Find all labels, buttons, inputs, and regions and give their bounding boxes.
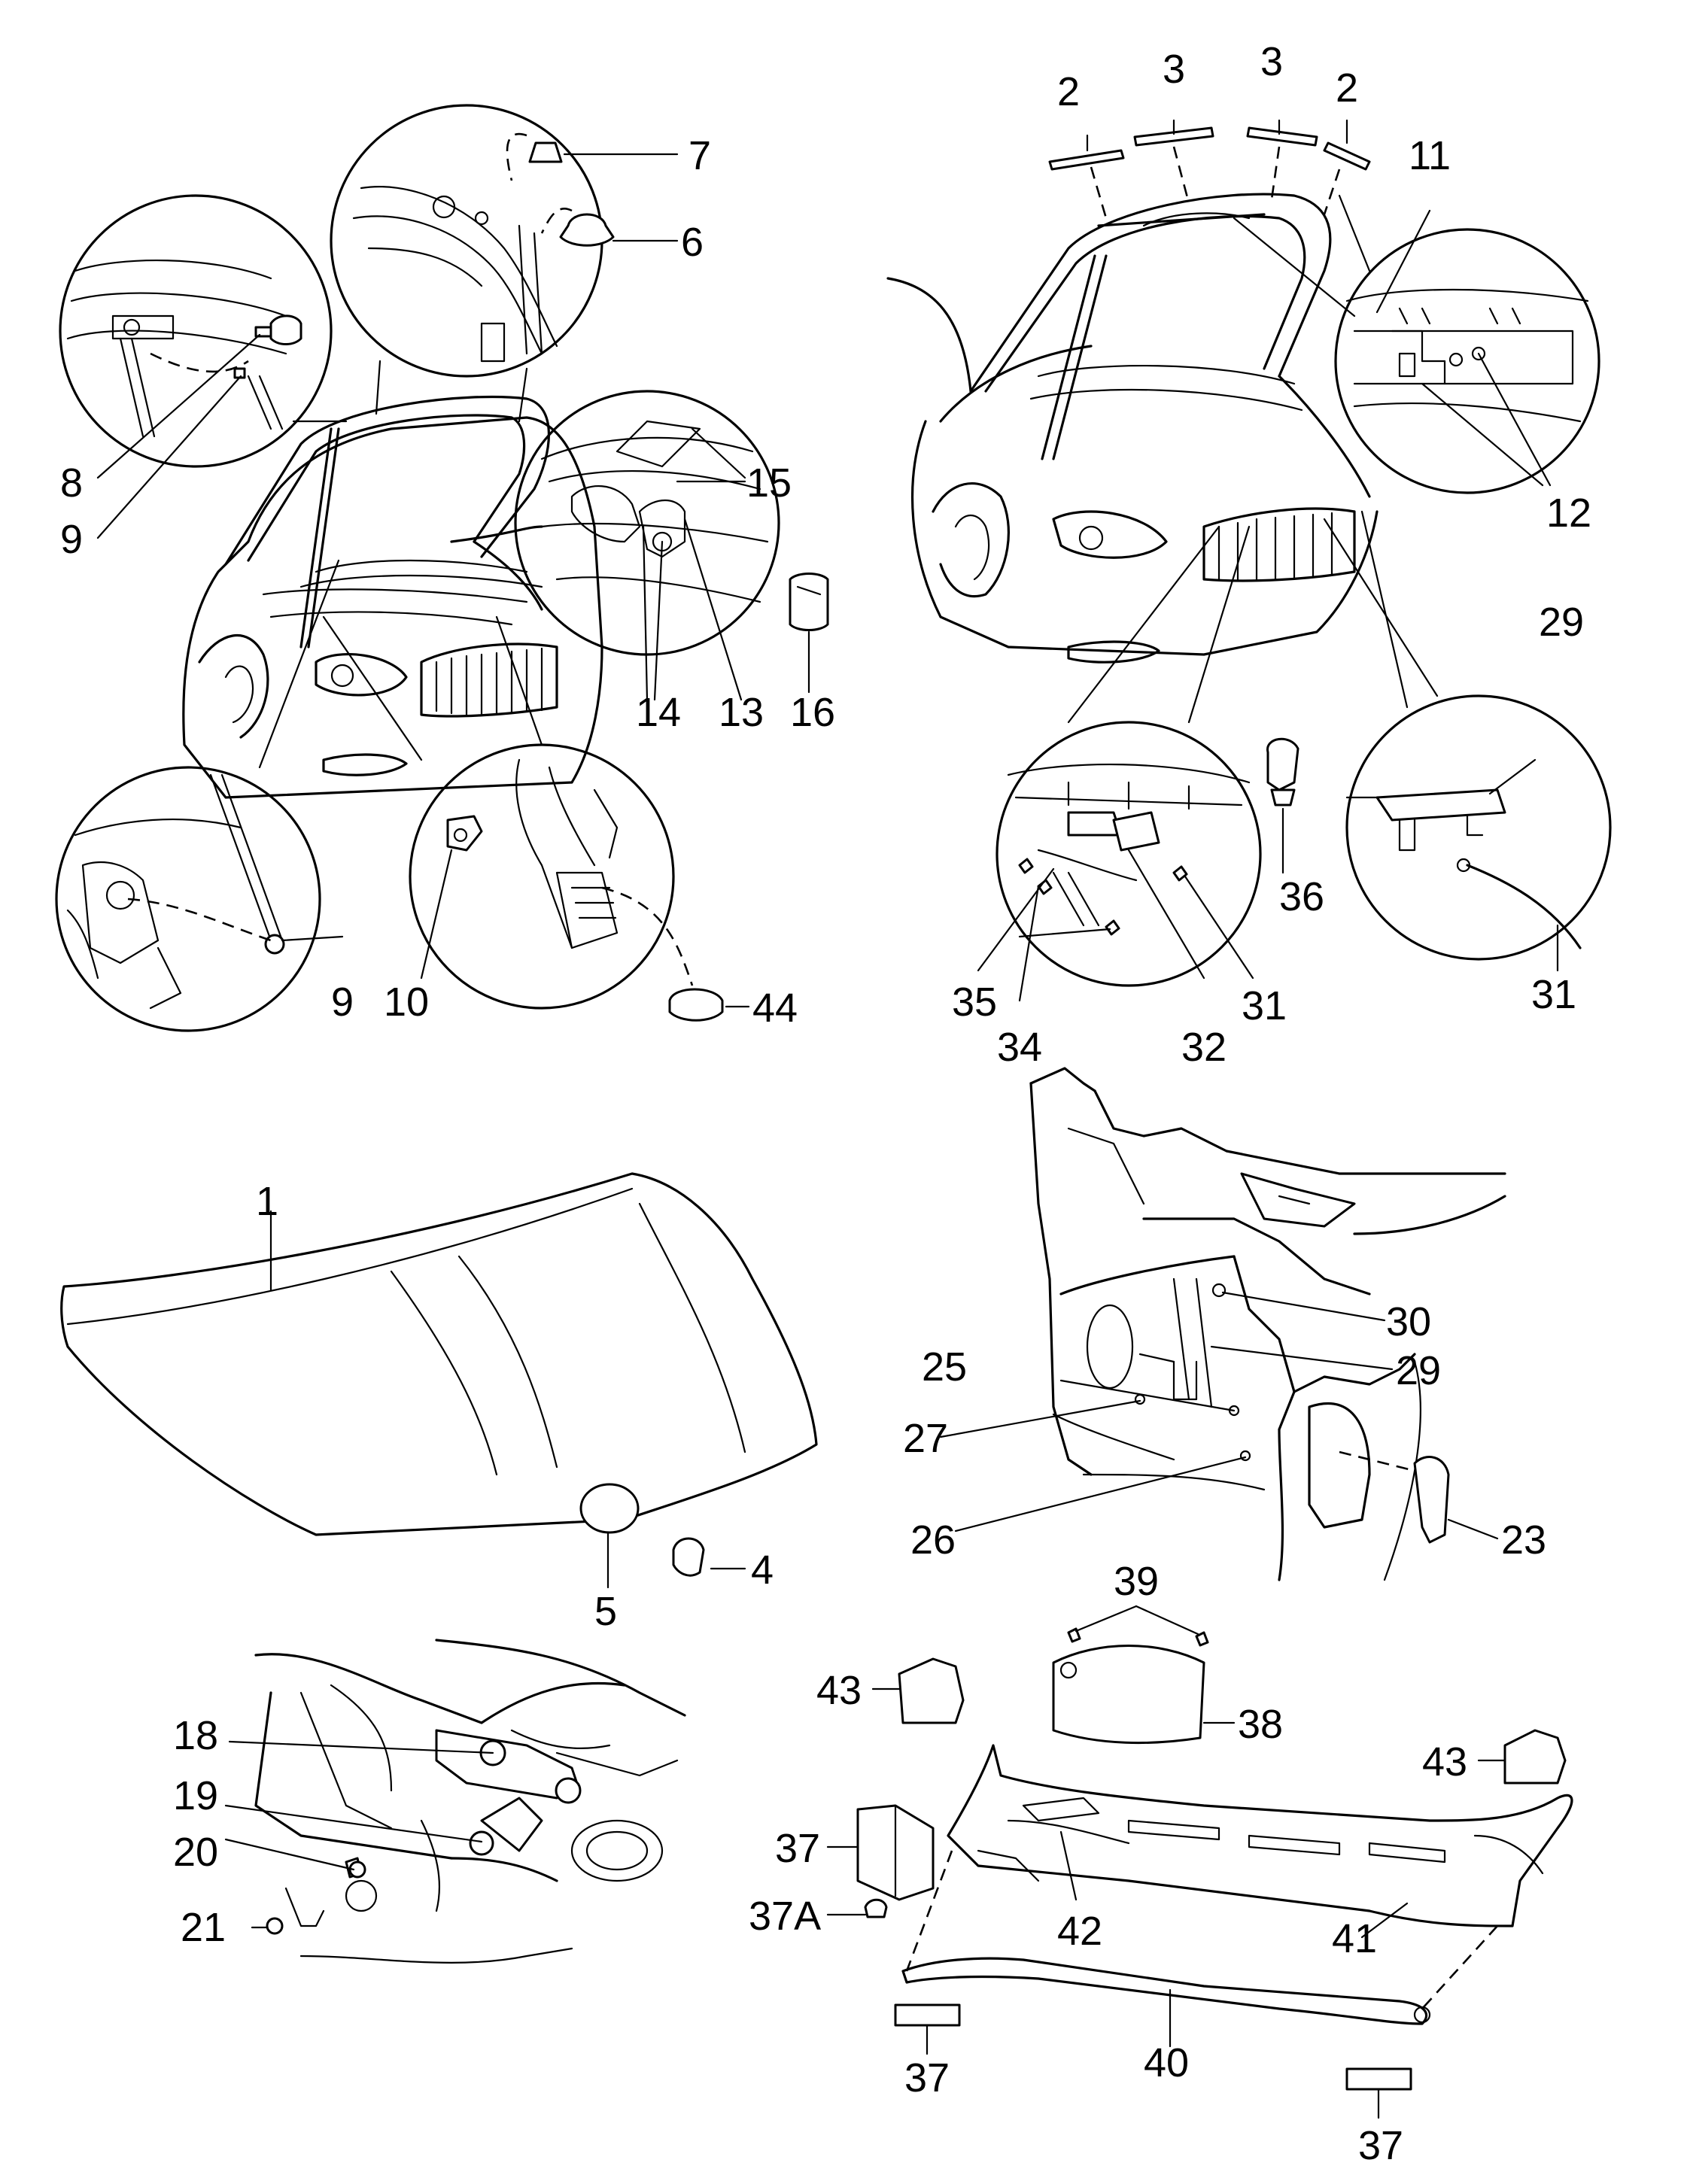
callout-9-lower: 9 bbox=[331, 980, 354, 1025]
callout-20: 20 bbox=[173, 1830, 218, 1875]
part-36-clip bbox=[1266, 737, 1299, 791]
part-41-plenum bbox=[947, 1744, 1573, 1927]
hood-panel-view bbox=[60, 1172, 818, 1589]
part-4-clip bbox=[672, 1537, 705, 1577]
part-7-plug bbox=[528, 141, 563, 163]
callout-21: 21 bbox=[181, 1905, 226, 1950]
part-9-screw bbox=[233, 367, 246, 379]
callout-2-right: 2 bbox=[1336, 65, 1358, 111]
callout-18: 18 bbox=[173, 1713, 218, 1758]
part-37-strip-left bbox=[894, 2003, 961, 2027]
callout-37-upper: 37 bbox=[775, 1826, 820, 1871]
part-1-hood bbox=[60, 1172, 818, 1536]
body-section-view bbox=[939, 1067, 1506, 1581]
callout-11: 11 bbox=[1409, 133, 1451, 178]
callout-1: 1 bbox=[256, 1179, 278, 1224]
callout-12: 12 bbox=[1546, 491, 1591, 536]
callout-19: 19 bbox=[173, 1773, 218, 1818]
callout-37A: 37A bbox=[749, 1894, 821, 1939]
callout-14: 14 bbox=[636, 690, 681, 735]
part-37A-clip bbox=[864, 1898, 888, 1918]
part-43-cap-right bbox=[1503, 1729, 1567, 1785]
detail-circle-hinge bbox=[330, 104, 603, 378]
callout-3-left: 3 bbox=[1163, 47, 1185, 92]
hinge-section-view bbox=[224, 1639, 686, 1964]
part-10-lock-bracket bbox=[446, 815, 483, 852]
callout-40: 40 bbox=[1144, 2040, 1189, 2085]
part-8-ball-stud bbox=[269, 314, 302, 345]
part-21-nut bbox=[266, 1917, 284, 1935]
callout-25: 25 bbox=[922, 1344, 967, 1390]
part-3-seal-left bbox=[1133, 126, 1214, 147]
callout-26: 26 bbox=[910, 1517, 956, 1563]
callout-15: 15 bbox=[746, 460, 792, 506]
callout-6: 6 bbox=[681, 220, 704, 265]
part-23-cover bbox=[1413, 1456, 1450, 1544]
callout-27: 27 bbox=[903, 1416, 948, 1461]
callout-36: 36 bbox=[1279, 874, 1324, 919]
callout-7: 7 bbox=[688, 133, 711, 178]
callout-10: 10 bbox=[384, 980, 429, 1025]
callout-34: 34 bbox=[997, 1025, 1042, 1070]
callout-32: 32 bbox=[1181, 1025, 1227, 1070]
callout-43-left: 43 bbox=[816, 1668, 862, 1713]
callout-29-lower: 29 bbox=[1396, 1348, 1441, 1393]
callout-8: 8 bbox=[60, 460, 83, 506]
callout-37-lower-left: 37 bbox=[904, 2055, 950, 2100]
callout-43-right: 43 bbox=[1422, 1739, 1467, 1785]
callout-44: 44 bbox=[752, 986, 798, 1031]
plenum-panel-view bbox=[826, 1605, 1573, 2119]
part-5-emblem-recess bbox=[579, 1483, 640, 1534]
callout-31-upper: 31 bbox=[1531, 972, 1576, 1017]
callout-3-right: 3 bbox=[1260, 39, 1283, 84]
part-29-handle bbox=[1375, 788, 1506, 822]
part-38-cover bbox=[1052, 1645, 1205, 1745]
part-2-seal-right bbox=[1323, 141, 1371, 171]
callout-5: 5 bbox=[594, 1589, 617, 1634]
detail-circle-strut-bottom bbox=[55, 766, 321, 1032]
callout-41: 41 bbox=[1332, 1916, 1377, 1961]
part-16-clamp bbox=[789, 573, 829, 631]
part-44-grommet bbox=[668, 988, 724, 1022]
callout-37-lower-right: 37 bbox=[1358, 2123, 1403, 2168]
callout-2-left: 2 bbox=[1057, 69, 1080, 114]
callout-labels: 2 3 3 2 7 6 11 12 8 9 15 14 13 16 29 31 … bbox=[60, 39, 1591, 2168]
callout-4: 4 bbox=[751, 1548, 774, 1593]
detail-circle-lock-mechanism bbox=[996, 721, 1262, 987]
callout-35: 35 bbox=[952, 980, 997, 1025]
callout-23: 23 bbox=[1501, 1517, 1546, 1563]
detail-circle-latch bbox=[514, 390, 780, 656]
part-37-strip-right bbox=[1345, 2067, 1412, 2091]
callout-38: 38 bbox=[1238, 1702, 1283, 1747]
callout-42: 42 bbox=[1057, 1909, 1102, 1954]
part-40-seal-strip bbox=[901, 1957, 1428, 2025]
callout-29-upper: 29 bbox=[1539, 600, 1584, 645]
callout-13: 13 bbox=[719, 690, 764, 735]
part-2-seal-left bbox=[1048, 149, 1125, 171]
callout-30: 30 bbox=[1386, 1299, 1431, 1344]
part-3-seal-right bbox=[1246, 126, 1318, 147]
part-6-buffer bbox=[559, 213, 615, 247]
callout-31-lower: 31 bbox=[1242, 983, 1287, 1028]
part-43-cap-left bbox=[898, 1657, 965, 1724]
detail-circle-cable bbox=[1345, 694, 1612, 961]
callout-39: 39 bbox=[1114, 1559, 1159, 1604]
top-right-assembly-view bbox=[886, 119, 1612, 1002]
detail-circle-strut-top bbox=[59, 194, 333, 468]
top-left-assembly-view bbox=[55, 104, 829, 1032]
callout-9-upper: 9 bbox=[60, 517, 83, 562]
detail-circle-hood-seal bbox=[1334, 228, 1600, 494]
callout-16: 16 bbox=[790, 690, 835, 735]
